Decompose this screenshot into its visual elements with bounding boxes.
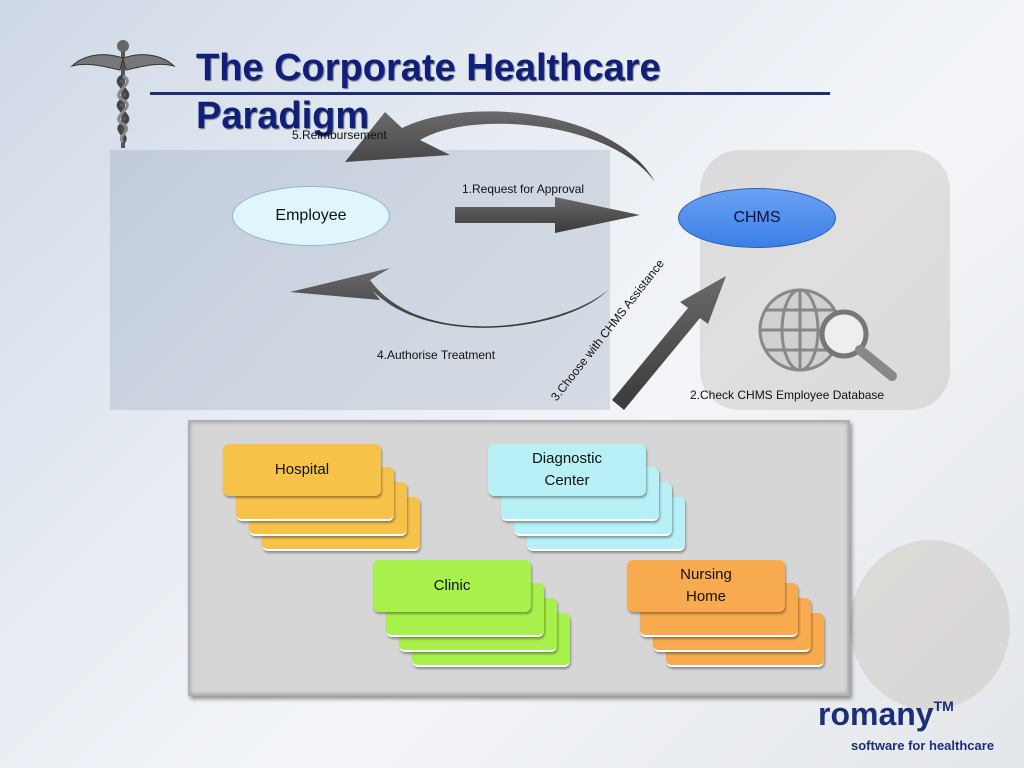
authorise-arrow <box>290 268 608 328</box>
chms-node: CHMS <box>678 188 836 248</box>
logo-text: romany <box>818 696 934 732</box>
reimbursement-label: 5.Reimbursement <box>292 128 387 142</box>
trademark: TM <box>933 698 954 714</box>
diagnostic-center-card: Diagnostic Center <box>488 444 646 496</box>
title-divider <box>150 92 830 95</box>
authorise-treatment-label: 4.Authorise Treatment <box>377 348 496 362</box>
nursing-home-card: Nursing Home <box>627 560 785 612</box>
reimbursement-arrow <box>345 111 655 182</box>
clinic-card: Clinic <box>373 560 531 612</box>
caduceus-icon <box>70 40 176 148</box>
page-title: The Corporate Healthcare Paradigm <box>196 47 661 137</box>
logo-tagline: software for healthcare <box>851 738 995 753</box>
choose-arrow <box>612 276 726 410</box>
check-database-label: 2.Check CHMS Employee Database <box>690 388 885 402</box>
romany-logo: romanyTM <box>818 696 954 733</box>
database-search-icon <box>758 288 897 381</box>
request-approval-label: 1.Request for Approval <box>462 182 585 196</box>
background-person <box>850 540 1010 710</box>
hospital-card: Hospital <box>223 444 381 496</box>
request-arrow <box>455 197 640 233</box>
employee-node: Employee <box>232 186 390 246</box>
